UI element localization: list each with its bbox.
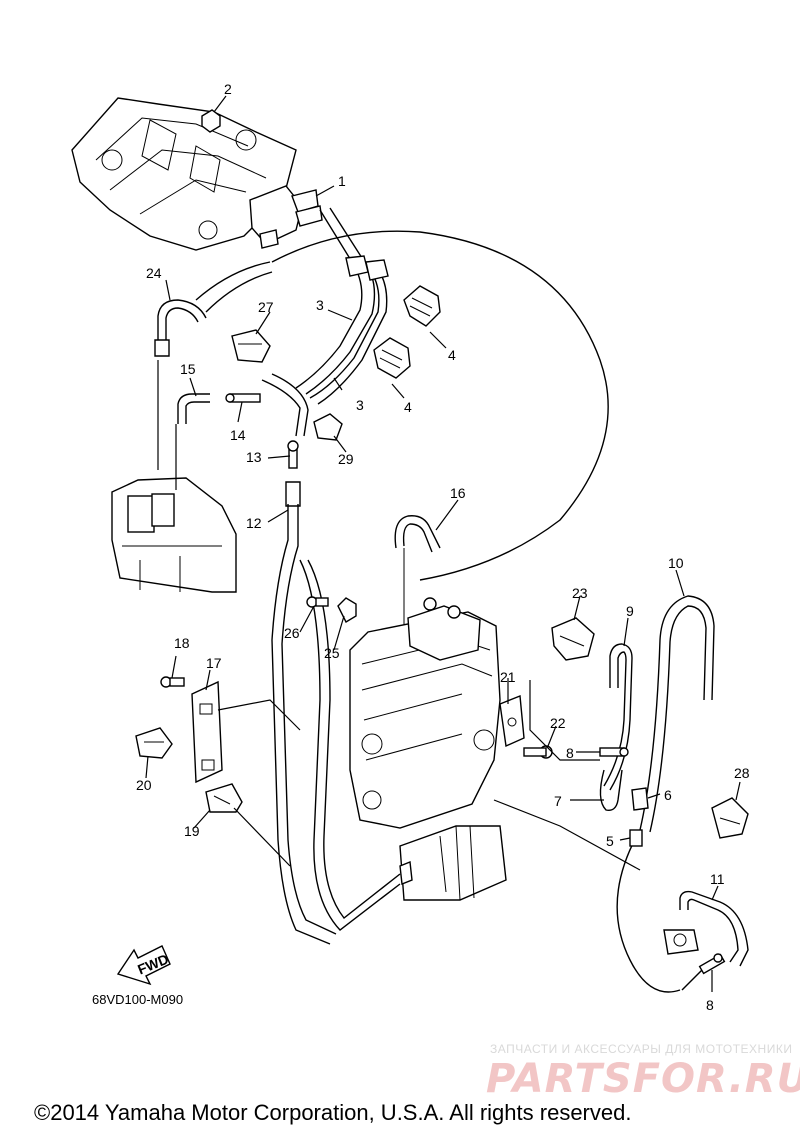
part-28-clip bbox=[711, 797, 749, 839]
callout-15: 15 bbox=[180, 361, 196, 377]
lower-left-engine-block bbox=[111, 477, 237, 593]
part-21-bracket bbox=[499, 695, 525, 748]
callout-27: 27 bbox=[258, 299, 274, 315]
callout-numbers: 1 2 3 3 4 4 5 6 7 8 8 9 10 11 12 13 14 1… bbox=[136, 81, 750, 1013]
hose-24 bbox=[154, 299, 207, 357]
callout-6: 6 bbox=[664, 787, 672, 803]
callout-21: 21 bbox=[500, 669, 516, 685]
callout-19: 19 bbox=[184, 823, 200, 839]
part-12-hose bbox=[271, 481, 401, 945]
part-17-bracket bbox=[191, 680, 223, 784]
callout-17: 17 bbox=[206, 655, 222, 671]
part-29-clip bbox=[313, 413, 343, 441]
callout-14: 14 bbox=[230, 427, 246, 443]
part-23-clip bbox=[551, 617, 595, 661]
part-5-cap bbox=[629, 829, 643, 847]
part-20-clamp bbox=[135, 727, 173, 759]
part-18-bolt bbox=[160, 676, 185, 688]
part-10-hose bbox=[616, 595, 715, 993]
callout-28: 28 bbox=[734, 765, 750, 781]
part-8-fitting-lower bbox=[681, 953, 726, 991]
callout-1: 1 bbox=[338, 173, 346, 189]
part-16-hose bbox=[394, 515, 441, 628]
callout-29: 29 bbox=[338, 451, 354, 467]
callout-22: 22 bbox=[550, 715, 566, 731]
part-8-fitting-upper bbox=[599, 747, 629, 757]
parts-diagram: FWD 1 2 3 3 4 4 5 6 7 8 8 9 10 11 12 13 … bbox=[71, 81, 750, 1013]
fwd-arrow: FWD bbox=[116, 945, 171, 986]
callout-3-upper: 3 bbox=[316, 297, 324, 313]
part-6-joint bbox=[631, 787, 649, 811]
callout-4-lower: 4 bbox=[404, 399, 412, 415]
callout-7: 7 bbox=[554, 793, 562, 809]
callout-9: 9 bbox=[626, 603, 634, 619]
part-25-clip bbox=[337, 597, 357, 623]
hose-3-pair bbox=[261, 207, 389, 437]
callout-2: 2 bbox=[224, 81, 232, 97]
part-4-bracket-lower bbox=[373, 337, 411, 379]
part-2-nut bbox=[201, 109, 221, 133]
callout-26: 26 bbox=[284, 625, 300, 641]
callout-4-upper: 4 bbox=[448, 347, 456, 363]
callout-20: 20 bbox=[136, 777, 152, 793]
callout-5: 5 bbox=[606, 833, 614, 849]
charcoal-canister bbox=[399, 825, 507, 901]
callout-13: 13 bbox=[246, 449, 262, 465]
fwd-label: FWD bbox=[135, 951, 171, 978]
hose-long-upper bbox=[195, 230, 609, 581]
part-27-clip bbox=[231, 329, 271, 363]
callout-18: 18 bbox=[174, 635, 190, 651]
part-4-bracket-upper bbox=[403, 285, 441, 327]
part-14-fitting bbox=[225, 393, 261, 403]
part-11-hose bbox=[663, 890, 749, 967]
watermark-brand: PARTSFOR.RU bbox=[486, 1056, 800, 1102]
callout-11: 11 bbox=[710, 871, 725, 887]
vapor-separator bbox=[349, 597, 501, 829]
callout-25: 25 bbox=[324, 645, 340, 661]
callout-8-lower: 8 bbox=[706, 997, 714, 1013]
leader-lines bbox=[145, 95, 741, 992]
copyright-footer: ©2014 Yamaha Motor Corporation, U.S.A. A… bbox=[34, 1100, 632, 1125]
part-9-hose bbox=[603, 643, 633, 791]
callout-10: 10 bbox=[668, 555, 684, 571]
callout-23: 23 bbox=[572, 585, 588, 601]
part-26-bolt bbox=[306, 596, 329, 608]
watermark-tagline: ЗАПЧАСТИ И АКСЕССУАРЫ ДЛЯ МОТОТЕХНИКИ bbox=[490, 1042, 793, 1056]
part-1-sensor bbox=[249, 185, 323, 249]
callout-24: 24 bbox=[146, 265, 162, 281]
part-7-tube bbox=[599, 769, 623, 811]
part-19-holder bbox=[205, 783, 243, 813]
callout-8-upper: 8 bbox=[566, 745, 574, 761]
diagram-code: 68VD100-M090 bbox=[92, 992, 184, 1007]
part-13-fitting bbox=[287, 440, 299, 469]
callout-12: 12 bbox=[246, 515, 262, 531]
callout-3-lower: 3 bbox=[356, 397, 364, 413]
callout-16: 16 bbox=[450, 485, 466, 501]
part-15-elbow bbox=[177, 393, 210, 424]
